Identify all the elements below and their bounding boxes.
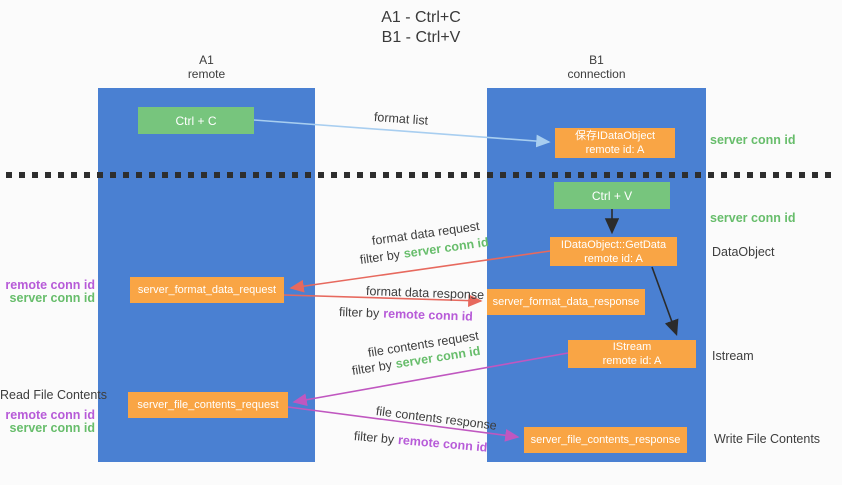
left-annotation-remote-conn-id-2: remote conn id — [5, 408, 95, 422]
left-annotation-read-file-contents: Read File Contents — [0, 388, 108, 402]
right-annotation-dataobject: DataObject — [712, 245, 775, 259]
title-line-2: B1 - Ctrl+V — [381, 29, 461, 46]
node-save-idataobject-line1: 保存IDataObject — [574, 130, 656, 142]
label-format-list: format list — [373, 110, 429, 128]
remote-conn-id-text: remote conn id — [383, 306, 474, 324]
lane-a1-subtitle: remote — [187, 67, 226, 81]
lane-header-b1: B1 connection — [487, 53, 706, 81]
node-server-file-contents-request: server_file_contents_request — [128, 392, 288, 418]
filter-by-text: filter by — [353, 429, 395, 447]
label-format-data-response: format data response — [365, 284, 485, 303]
dotted-divider-line — [6, 172, 832, 178]
node-idataobject-getdata: IDataObject::GetData remote id: A — [550, 237, 677, 266]
lane-b1-subtitle: connection — [567, 67, 626, 81]
node-ctrl-c: Ctrl + C — [138, 107, 254, 134]
node-server-file-contents-response: server_file_contents_response — [524, 427, 687, 453]
left-annotation-server-conn-id: server conn id — [9, 291, 95, 305]
node-server-format-data-response: server_format_data_response — [487, 289, 645, 315]
node-getdata-line1: IDataObject::GetData — [560, 238, 667, 251]
filter-by-text: filter by — [359, 247, 401, 267]
remote-conn-id-text: remote conn id — [397, 432, 488, 455]
node-server-format-data-request: server_format_data_request — [130, 277, 284, 303]
lane-b1-name: B1 — [589, 53, 604, 67]
title-line-1: A1 - Ctrl+C — [381, 9, 461, 26]
node-istream-line2: remote id: A — [602, 355, 662, 367]
node-getdata-line2: remote id: A — [584, 252, 643, 265]
right-annotation-server-conn-id-mid: server conn id — [710, 211, 796, 225]
lane-a1-name: A1 — [199, 53, 214, 67]
node-istream: IStream remote id: A — [568, 340, 696, 368]
filter-by-text: filter by — [350, 357, 393, 378]
filter-by-text: filter by — [338, 305, 380, 321]
node-save-idataobject-line2: remote id: A — [585, 144, 645, 156]
node-istream-line1: IStream — [612, 341, 652, 353]
diagram-title: A1 - Ctrl+C B1 - Ctrl+V — [0, 8, 842, 48]
label-file-contents-response: file contents response — [375, 404, 498, 433]
node-ctrl-v: Ctrl + V — [554, 182, 670, 209]
right-annotation-istream: Istream — [712, 349, 754, 363]
right-annotation-server-conn-id-top: server conn id — [710, 133, 796, 147]
node-save-idataobject: 保存IDataObject remote id: A — [555, 128, 675, 158]
left-annotation-remote-conn-id: remote conn id — [5, 278, 95, 292]
left-annotation-server-conn-id-2: server conn id — [9, 421, 95, 435]
lane-header-a1: A1 remote — [98, 53, 315, 81]
right-annotation-write-file-contents: Write File Contents — [714, 432, 821, 446]
